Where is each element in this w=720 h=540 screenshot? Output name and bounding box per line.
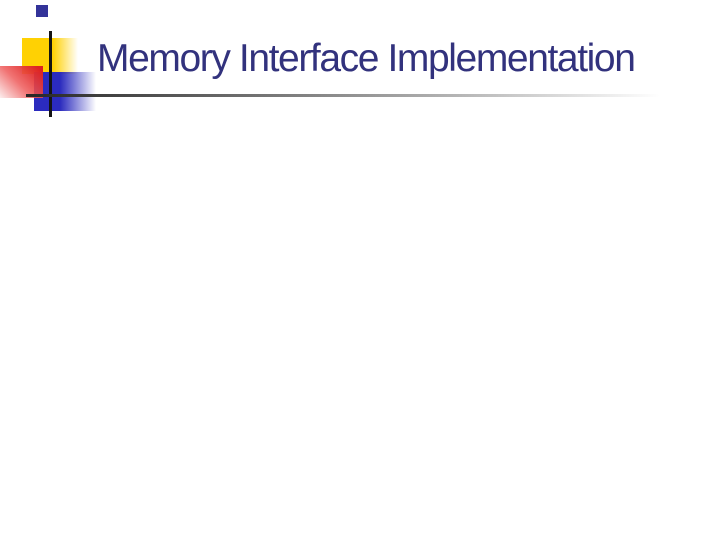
deco-blue-square: [34, 72, 96, 111]
title-underline-rule: [26, 94, 660, 97]
deco-navy-square-icon: [36, 5, 48, 17]
deco-vertical-line: [49, 31, 52, 117]
deco-red-square: [0, 66, 43, 98]
slide-title: Memory Interface Implementation: [97, 37, 636, 80]
